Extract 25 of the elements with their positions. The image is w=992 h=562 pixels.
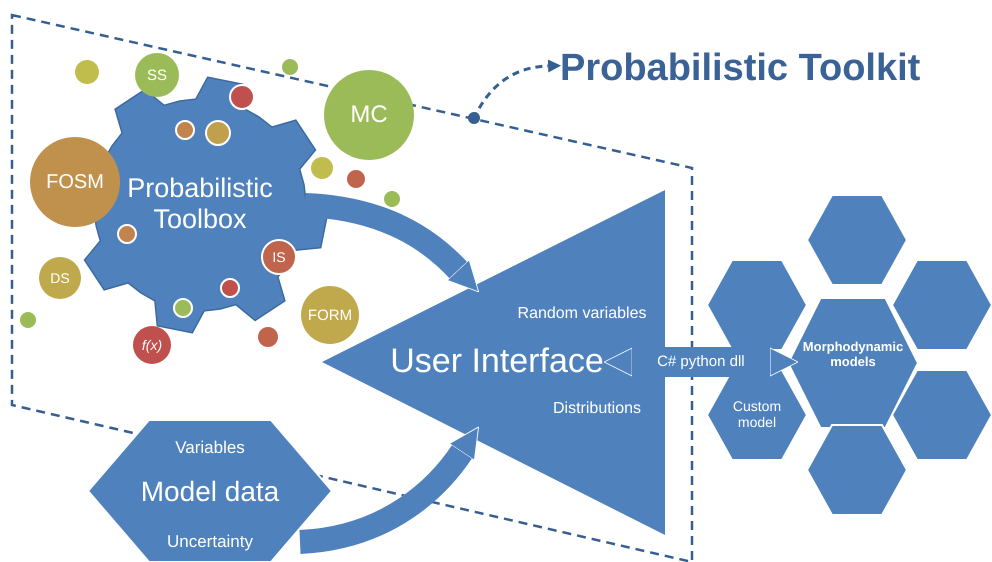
node-label: Model data (140, 476, 280, 508)
dot-circle (229, 84, 255, 110)
heading-text: Probabilistic Toolkit (560, 38, 985, 98)
node-label: Probabilistic Toolbox (126, 173, 274, 236)
node-label: Variables (174, 438, 246, 458)
method-circle: f(x) (133, 326, 171, 364)
dot-circle (282, 59, 298, 75)
dot-circle (75, 60, 99, 84)
node-label: Morphodynamic models (802, 340, 904, 370)
block-arrow (604, 347, 799, 377)
method-circle: FOSM (30, 137, 120, 227)
node-label: Random variables (516, 305, 648, 324)
node-label: User Interface (389, 342, 605, 382)
block-arrow (304, 193, 480, 292)
block-arrow (298, 426, 480, 554)
node-label: Custom model (732, 398, 782, 430)
dot-circle (384, 191, 400, 207)
dot-circle (347, 170, 365, 188)
method-circle: FORM (301, 286, 359, 344)
edge-label: C# python dll (655, 353, 747, 370)
method-circle: DS (39, 257, 81, 299)
method-circle: SS (135, 53, 179, 97)
dot-circle (20, 312, 36, 328)
node-label: Uncertainty (166, 532, 254, 552)
node-label: Distributions (552, 400, 642, 418)
